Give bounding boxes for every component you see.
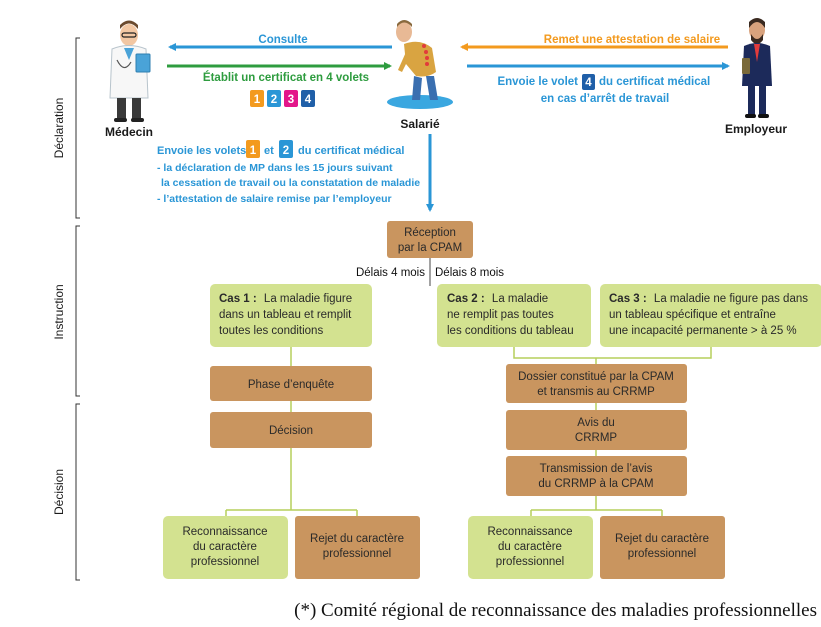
- case-1-box: [210, 284, 372, 347]
- case-2-line3: les conditions du tableau: [447, 325, 574, 337]
- employee-icon: [387, 20, 453, 109]
- right-step-transmission-line2: du CRRMP à la CPAM: [538, 478, 653, 490]
- case-1-text: Cas 1 : La maladie figure: [219, 293, 352, 305]
- sending-bullet2: - l’attestation de salaire remise par l’…: [157, 193, 392, 205]
- left-step-decision: [210, 412, 372, 448]
- case-3-line1: La maladie ne figure pas dans: [654, 293, 808, 305]
- sending-bullet1-line1: - la déclaration de MP dans les 15 jours…: [157, 162, 393, 174]
- sending-volet-badge-1: [246, 140, 260, 158]
- volet-badge-4-label: 4: [305, 94, 312, 106]
- actor-label-employer: Employeur: [725, 122, 787, 136]
- envoie-volet-label: Envoie le volet 4 du certificat médical …: [497, 74, 710, 105]
- case-2-line2: ne remplit pas toutes: [447, 309, 554, 321]
- right-step-avis-line2: CRRMP: [575, 432, 617, 444]
- left-step-decision-label: Décision: [269, 425, 313, 437]
- outcome-left-rejection-line2: professionnel: [323, 548, 391, 560]
- volet-badge-1-label: 1: [254, 94, 261, 106]
- outcome-right-recognition-line1: Reconnaissance: [487, 526, 572, 538]
- sending-line1-pre: Envoie les volets: [157, 145, 246, 157]
- outcome-right-rejection-line2: professionnel: [628, 548, 696, 560]
- sending-volet-badge-2: [279, 140, 293, 158]
- case-2-title: Cas 2 :: [447, 293, 485, 305]
- volet-badge-2: [267, 90, 281, 107]
- phase-label-declaration: Déclaration: [52, 98, 66, 159]
- label-envoie-volet-pre: Envoie le volet: [497, 76, 578, 88]
- reception-line1: Réception: [404, 227, 456, 239]
- right-step-avis-line1: Avis du: [577, 417, 615, 429]
- label-consulte: Consulte: [258, 34, 307, 46]
- phase-label-decision: Décision: [52, 469, 66, 515]
- case-1-title: Cas 1 :: [219, 293, 257, 305]
- outcome-right-recognition-line2: du caractère: [498, 541, 562, 553]
- label-envoie-volet-post: du certificat médical: [599, 76, 710, 88]
- delay-right: Délais 8 mois: [435, 267, 504, 279]
- case-1-line1: La maladie figure: [264, 293, 352, 305]
- employer-icon: [742, 18, 772, 118]
- sending-volet-badge-2-label: 2: [283, 145, 289, 157]
- case-2-box: [437, 284, 591, 347]
- case-3-title: Cas 3 :: [609, 293, 647, 305]
- label-envoie-volet-line2: en cas d’arrêt de travail: [541, 93, 669, 105]
- volet-badge-3-label: 3: [288, 94, 294, 106]
- delay-left: Délais 4 mois: [356, 267, 425, 279]
- right-step-transmission-line1: Transmission de l’avis: [540, 463, 653, 475]
- reception-box: [387, 221, 473, 258]
- sending-line1-post: du certificat médical: [298, 145, 404, 157]
- volet-badges: 1 2 3 4: [250, 90, 315, 107]
- case-1-line3: toutes les conditions: [219, 325, 323, 337]
- outcome-left-rejection: [295, 516, 420, 579]
- footnote: (*) Comité régional de reconnaissance de…: [294, 600, 817, 621]
- inline-volet-badge-4: [582, 74, 595, 90]
- volet-badge-4: [301, 90, 315, 107]
- case-3-line3: une incapacité permanente > à 25 %: [609, 325, 797, 337]
- connectors: [225, 347, 712, 516]
- volet-badge-1: [250, 90, 264, 107]
- actor-label-doctor: Médecin: [105, 125, 153, 139]
- right-step-dossier: [506, 364, 687, 403]
- right-step-dossier-line1: Dossier constitué par la CPAM: [518, 371, 674, 383]
- left-step-enquete: [210, 366, 372, 401]
- sending-volet-badge-1-label: 1: [250, 145, 257, 157]
- sending-bullet1-line2: la cessation de travail ou la constatati…: [161, 177, 420, 189]
- case-3-text: Cas 3 : La maladie ne figure pas dans: [609, 293, 808, 305]
- inline-volet-badge-4-label: 4: [585, 77, 592, 89]
- sending-block: Envoie les volets 1 et 2 du certificat m…: [157, 140, 420, 205]
- outcome-left-recognition-line3: professionnel: [191, 556, 259, 568]
- right-step-transmission: [506, 456, 687, 496]
- reception-line2: par la CPAM: [398, 242, 462, 254]
- case-3-box: [600, 284, 821, 347]
- actor-label-employee: Salarié: [400, 117, 440, 131]
- right-step-dossier-line2: et transmis au CRRMP: [537, 386, 655, 398]
- left-step-enquete-label: Phase d’enquête: [248, 379, 334, 391]
- right-step-avis: [506, 410, 687, 450]
- volet-badge-3: [284, 90, 298, 107]
- outcome-right-rejection: [600, 516, 725, 579]
- case-3-line2: un tableau spécifique et entraîne: [609, 309, 776, 321]
- label-etablit: Établit un certificat en 4 volets: [203, 71, 369, 84]
- outcome-left-recognition-line2: du caractère: [193, 541, 257, 553]
- phase-label-instruction: Instruction: [52, 284, 66, 339]
- outcome-right-rejection-line1: Rejet du caractère: [615, 533, 709, 545]
- case-2-text: Cas 2 : La maladie: [447, 293, 548, 305]
- outcome-right-recognition-line3: professionnel: [496, 556, 564, 568]
- phase-brackets: [75, 37, 80, 581]
- volet-badge-2-label: 2: [271, 94, 277, 106]
- outcome-left-recognition-line1: Reconnaissance: [182, 526, 267, 538]
- doctor-icon: [109, 20, 151, 122]
- outcome-left-rejection-line1: Rejet du caractère: [310, 533, 404, 545]
- case-1-line2: dans un tableau et remplit: [219, 309, 352, 321]
- outcome-right-recognition: [468, 516, 593, 579]
- label-remet: Remet une attestation de salaire: [544, 34, 720, 46]
- sending-line1-mid: et: [264, 145, 274, 157]
- case-2-line1: La maladie: [492, 293, 548, 305]
- outcome-left-recognition: [163, 516, 288, 579]
